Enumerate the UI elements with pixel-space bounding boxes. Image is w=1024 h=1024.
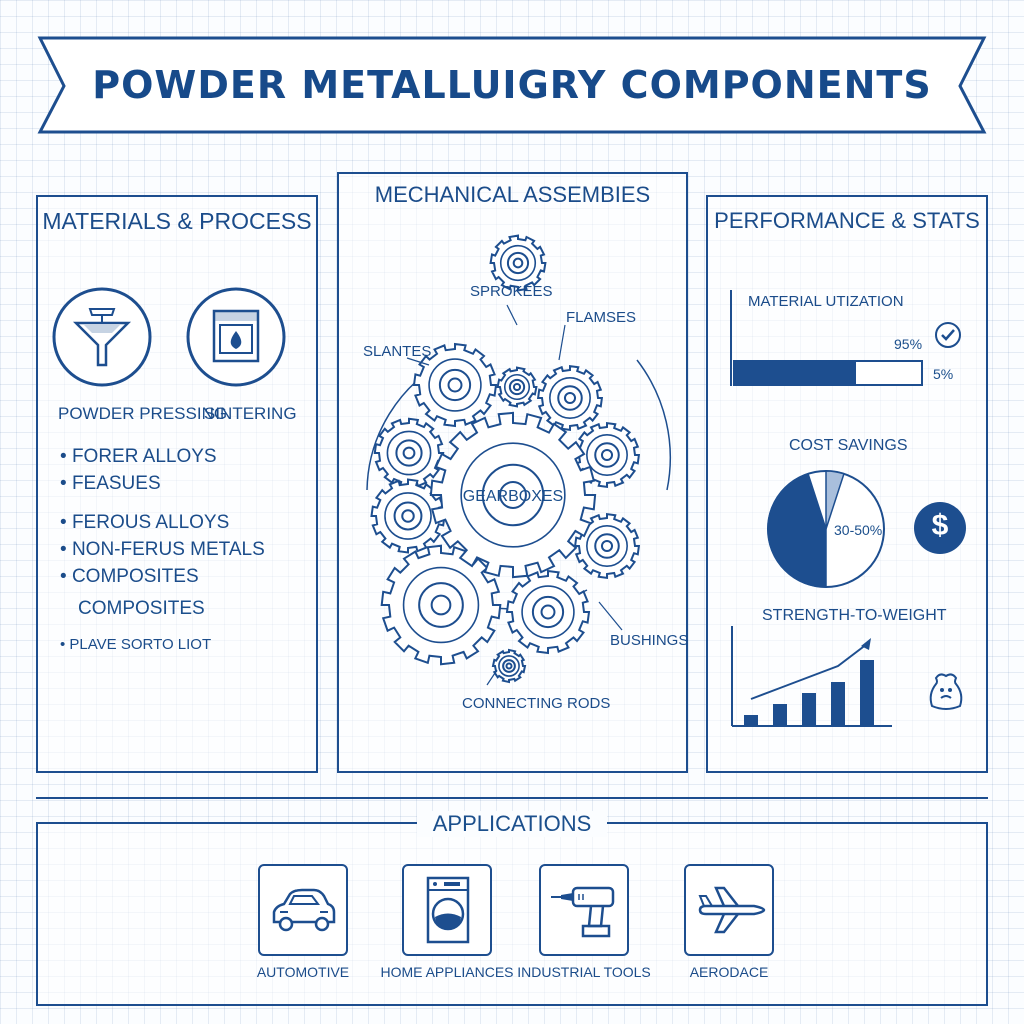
divider-line: [36, 797, 988, 799]
applications-heading: APPLICATIONS: [417, 811, 607, 837]
materials-footnote: PLAVE SORTO LIOT: [60, 636, 211, 653]
process-label-sintering: SINTERING: [204, 404, 297, 423]
utilization-title: MATERIAL UTIZATION: [748, 293, 904, 310]
gear-cluster: [366, 234, 672, 686]
label-connecting-rods: CONNECTING RODS: [462, 695, 611, 712]
strength-bar: [802, 693, 816, 726]
utilization-bar-fill: [735, 362, 856, 384]
app-card-tools: [539, 864, 629, 956]
utilization-bar: [733, 360, 923, 386]
bushing-gear: [505, 569, 591, 655]
leader-line: [406, 357, 430, 366]
gear: [373, 417, 445, 489]
list-item: FORER ALLOYS: [60, 443, 217, 470]
small-gear: [491, 648, 527, 684]
dollar-icon: [914, 502, 966, 554]
list-item: COMPOSITES: [60, 563, 265, 590]
airplane-icon: [698, 886, 766, 934]
gear: [412, 342, 498, 428]
cost-label: 30-50%: [834, 522, 883, 538]
cycle-arrow: [636, 359, 672, 491]
leader-line: [506, 304, 518, 326]
strength-bar: [860, 660, 874, 726]
pie-slice-light: [825, 470, 845, 530]
app-card-automotive: [258, 864, 348, 956]
check-icon: [935, 322, 961, 348]
materials-subheading: COMPOSITES: [78, 598, 205, 619]
gear: [496, 366, 538, 408]
trend-line: [750, 643, 868, 700]
gear: [370, 478, 446, 554]
sprocket-gear: [489, 234, 547, 292]
utilization-remainder-label: 5%: [933, 366, 954, 382]
label-sprockets: SPROKEES: [470, 283, 553, 300]
strength-bar: [831, 682, 845, 726]
strength-chart: [731, 626, 892, 727]
utilization-value-label: 95%: [894, 336, 923, 352]
performance-heading: PERFORMANCE & STATS: [714, 208, 980, 233]
app-label-appliances: HOME APPLIANCES: [380, 964, 514, 980]
label-flanges: FLAMSES: [566, 309, 637, 326]
label-bushings: BUSHINGS: [610, 632, 689, 649]
list-item: FEROUS ALLOYS: [60, 509, 265, 536]
large-gear: [380, 544, 502, 666]
funnel-icon: [52, 287, 152, 387]
materials-heading: MATERIALS & PROCESS: [42, 208, 312, 234]
gearbox-gear: [429, 411, 597, 579]
cost-pie: [767, 470, 885, 588]
trend-arrowhead: [861, 638, 871, 650]
app-label-aerospace: AERODACE: [689, 964, 769, 980]
car-icon: [272, 888, 336, 932]
list-item: FEASUES: [60, 470, 217, 497]
gear: [573, 512, 641, 580]
page-title: POWDER METALLUIGRY COMPONENTS: [92, 63, 932, 107]
strength-title: STRENGTH-TO-WEIGHT: [762, 607, 947, 624]
dollar-symbol: $: [931, 509, 949, 542]
leader-line: [598, 601, 623, 631]
washing-machine-icon: [426, 876, 470, 944]
app-label-automotive: AUTOMOTIVE: [256, 964, 350, 980]
cost-title: COST SAVINGS: [789, 437, 908, 454]
bullet-list-b: FEROUS ALLOYS NON-FERUS METALS COMPOSITE…: [60, 509, 265, 590]
leader-line: [558, 324, 566, 361]
strength-bar: [773, 704, 787, 726]
strength-bar: [744, 715, 758, 726]
gearboxes-label: GEARBOXES: [462, 488, 564, 505]
assemblies-heading: MECHANICAL ASSEMBIES: [374, 182, 651, 207]
flange-gear: [536, 364, 604, 432]
app-label-tools: INDUSTRIAL TOOLS: [517, 964, 651, 980]
utilization-axis: [730, 290, 732, 386]
app-card-aerospace: [684, 864, 774, 956]
title-banner: [37, 36, 987, 134]
list-item: NON-FERUS METALS: [60, 536, 265, 563]
drill-icon: [551, 886, 615, 938]
leader-line: [486, 669, 498, 686]
bag-icon: [929, 673, 963, 710]
furnace-icon: [186, 287, 286, 387]
process-label-pressing: POWDER PRESSING: [58, 404, 228, 423]
app-card-appliances: [402, 864, 492, 956]
pie-slice-dark: [767, 472, 827, 588]
bullet-list-a: FORER ALLOYS FEASUES: [60, 443, 217, 497]
label-slantes: SLANTES: [363, 343, 432, 360]
